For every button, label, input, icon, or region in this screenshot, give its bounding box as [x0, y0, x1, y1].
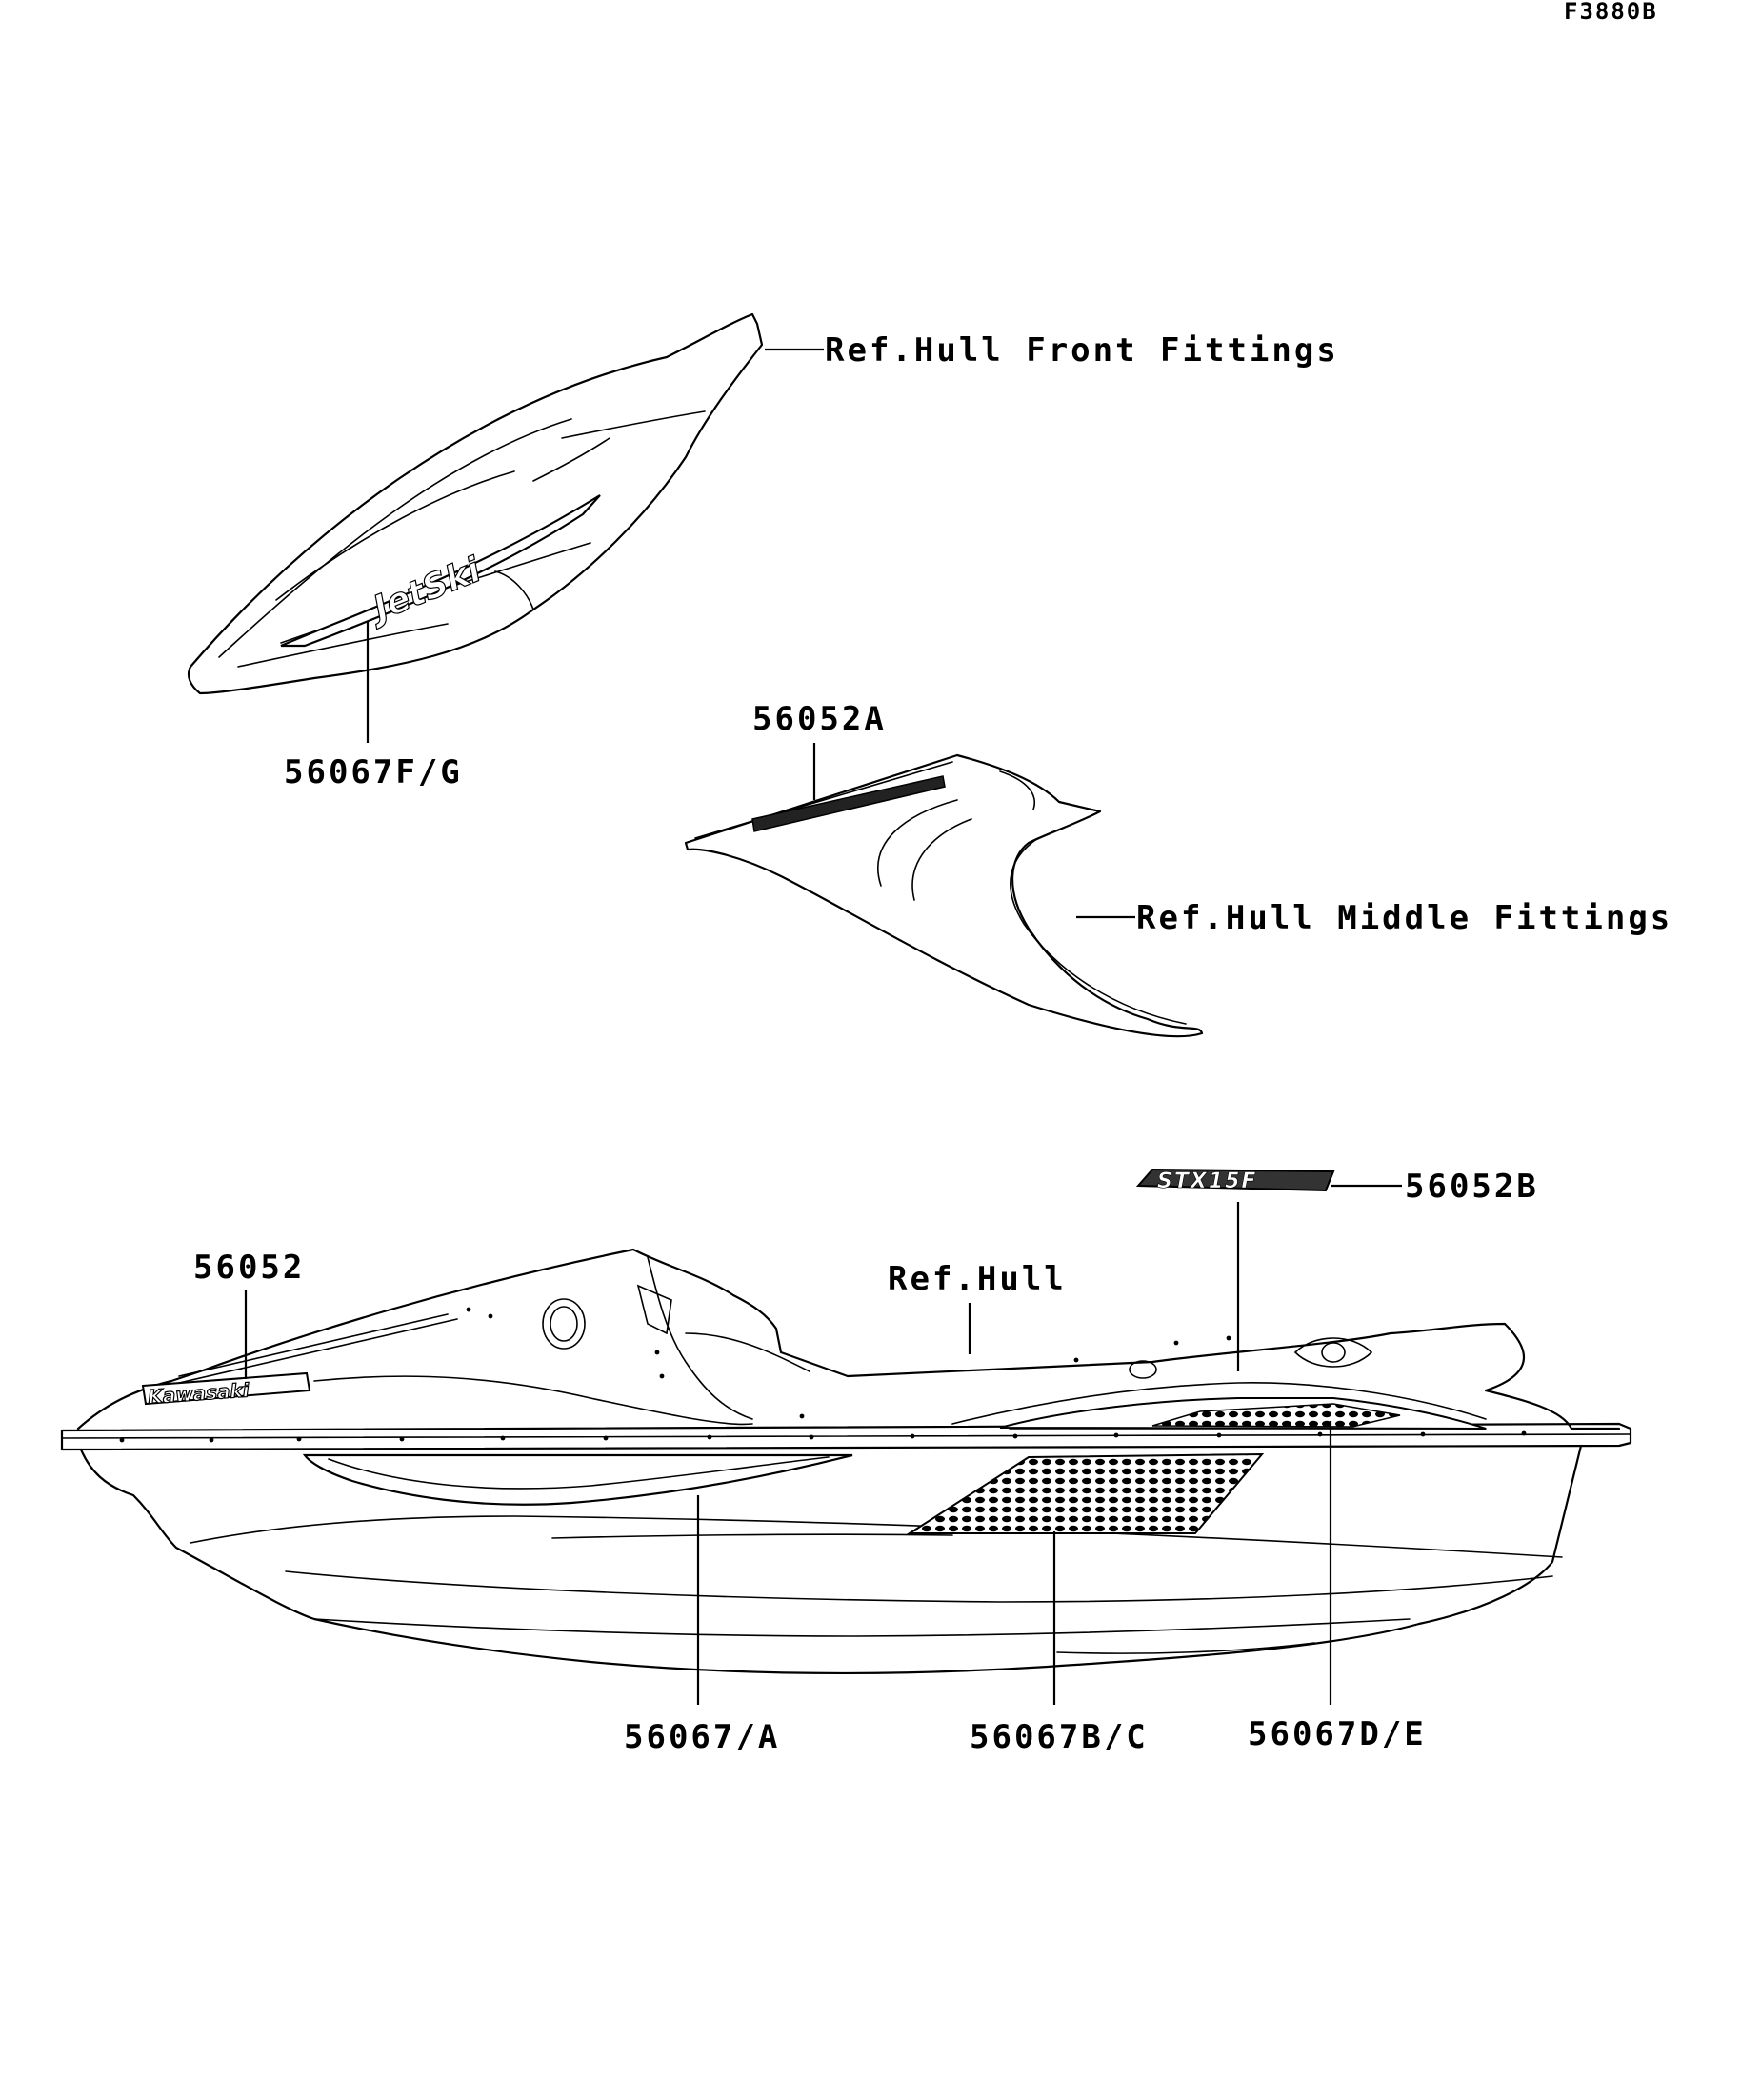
ref-hull-label: Ref.Hull: [888, 1260, 1067, 1298]
part-56067a-label: 56067/A: [624, 1718, 780, 1756]
kawasaki-decal: Kawasaki: [141, 1371, 311, 1409]
svg-text:STX15F: STX15F: [1157, 1170, 1257, 1193]
hull-middle-fittings-drawing: 4 STROKE: [684, 753, 1204, 1038]
part-56067fg-label: 56067F/G: [284, 753, 463, 791]
hull-drawing: Kawasaki: [60, 1248, 1632, 1675]
stx15f-decal: STX15F: [1135, 1168, 1335, 1193]
part-56067de-label: 56067D/E: [1248, 1715, 1427, 1753]
figure-code: F3880B: [1564, 0, 1658, 25]
hull-front-fittings-drawing: JetSki: [187, 312, 764, 695]
part-56067bc-label: 56067B/C: [970, 1718, 1149, 1756]
part-56052-label: 56052: [193, 1249, 305, 1287]
grip-pad-lower: [906, 1452, 1265, 1534]
svg-text:JetSki: JetSki: [363, 550, 487, 630]
part-56052b-label: 56052B: [1405, 1168, 1539, 1206]
ref-hull-front-fittings-label: Ref.Hull Front Fittings: [825, 331, 1339, 370]
jetski-decal: JetSki: [362, 550, 487, 631]
part-56052a-label: 56052A: [752, 700, 887, 738]
rail-rivets: [119, 1307, 1527, 1443]
ref-hull-middle-fittings-label: Ref.Hull Middle Fittings: [1136, 899, 1672, 937]
grip-pad-upper: [1151, 1403, 1401, 1428]
